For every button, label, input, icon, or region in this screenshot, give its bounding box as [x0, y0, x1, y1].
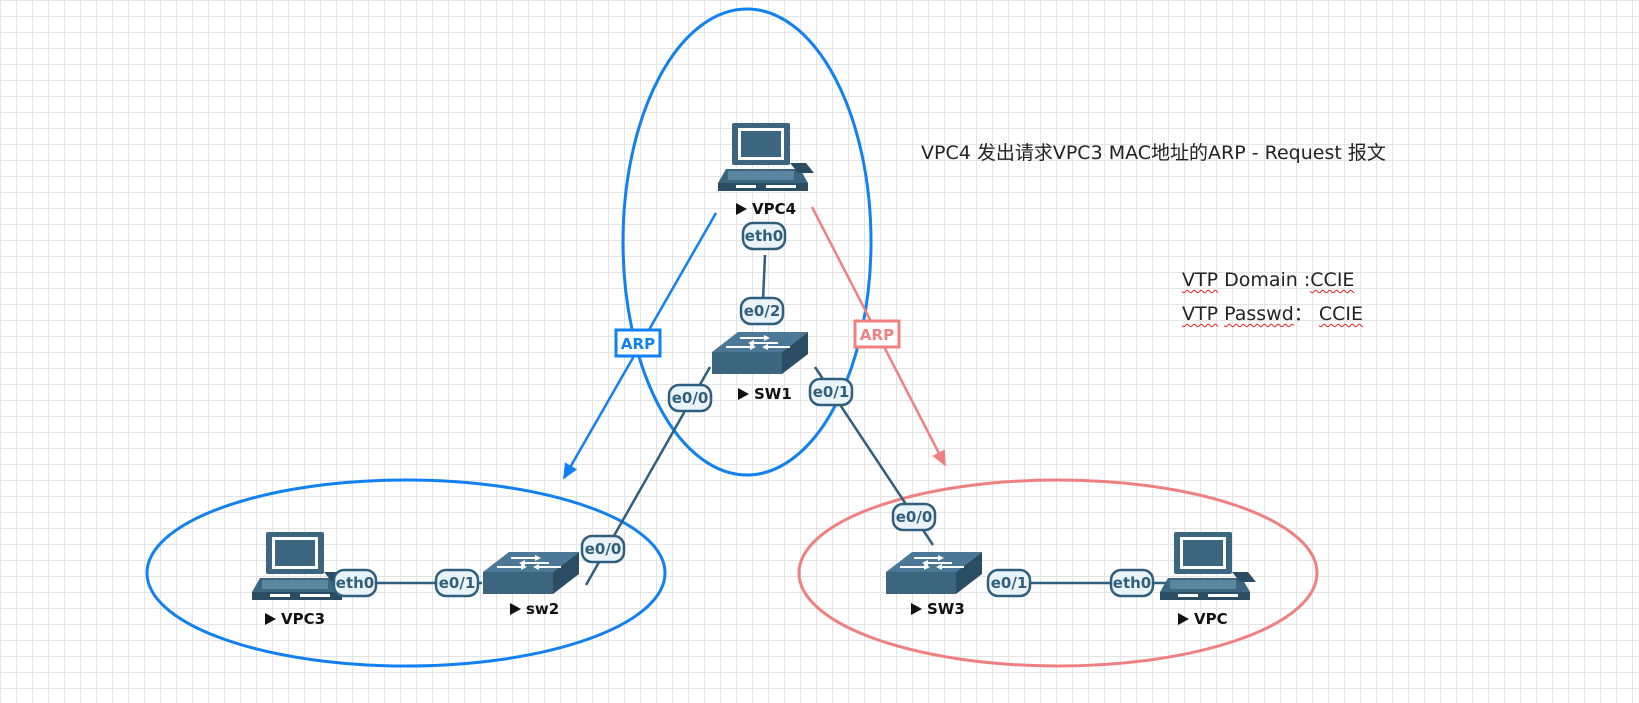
port-vpc4-eth0: eth0	[741, 221, 787, 251]
sw2-group-ellipse	[145, 478, 667, 668]
arp-tag-right-text: ARP	[860, 326, 894, 344]
port-sw3-e01: e0/1	[986, 568, 1032, 598]
sw1-group-ellipse	[621, 7, 873, 477]
port-label: eth0	[745, 227, 783, 245]
sw3-node[interactable]: SW3	[885, 551, 983, 618]
port-label: e0/0	[896, 508, 933, 526]
triangle-right-icon	[265, 613, 276, 625]
vtp-domain-value: CCIE	[1310, 269, 1355, 291]
port-vpc3-eth0: eth0	[332, 568, 378, 598]
port-vpc-eth0: eth0	[1109, 568, 1155, 598]
port-sw1-e01: e0/1	[808, 377, 854, 407]
sw1-label: SW1	[754, 385, 792, 403]
network-switch-icon	[482, 551, 580, 595]
triangle-right-icon	[510, 603, 521, 615]
port-label: e0/0	[672, 389, 709, 407]
sw3-label: SW3	[927, 600, 965, 618]
vpc-label: VPC	[1194, 610, 1228, 628]
port-label: e0/2	[744, 302, 781, 320]
port-sw2-e00: e0/0	[580, 534, 626, 564]
vpc4-label: VPC4	[752, 200, 796, 218]
triangle-right-icon	[736, 203, 747, 215]
arp-annotation: VPC4 发出请求VPC3 MAC地址的ARP - Request 报文	[921, 142, 1386, 164]
port-label: e0/1	[991, 574, 1028, 592]
sw1-node[interactable]: SW1	[711, 331, 809, 403]
vpc-node[interactable]: VPC	[1160, 532, 1256, 628]
port-label: eth0	[1113, 574, 1151, 592]
vpc4-node[interactable]: VPC4	[718, 123, 814, 218]
port-sw2-e01: e0/1	[434, 568, 480, 598]
network-switch-icon	[885, 551, 983, 595]
port-sw1-e02: e0/2	[739, 296, 785, 326]
vtp-passwd-mid: Passwd	[1224, 303, 1294, 325]
port-label: e0/1	[813, 383, 850, 401]
triangle-right-icon	[1178, 613, 1189, 625]
vtp-domain-mid: Domain :	[1218, 269, 1311, 291]
sw2-node[interactable]: sw2	[482, 551, 580, 618]
vtp-passwd-key: VTP	[1182, 303, 1219, 325]
port-sw3-e00: e0/0	[891, 502, 937, 532]
vtp-domain-line: VTP Domain :CCIE	[1182, 269, 1354, 291]
port-label: e0/1	[439, 574, 476, 592]
vtp-domain-key: VTP	[1182, 269, 1219, 291]
arp-tag-left-text: ARP	[621, 335, 655, 353]
link-vpc4-sw1	[761, 254, 767, 301]
sw2-label: sw2	[526, 600, 559, 618]
triangle-right-icon	[738, 388, 749, 400]
port-sw1-e00: e0/0	[667, 383, 713, 413]
vtp-passwd-value: CCIE	[1318, 303, 1363, 325]
triangle-right-icon	[911, 603, 922, 615]
vpc3-node[interactable]: VPC3	[252, 532, 348, 628]
vtp-passwd-line: VTP Passwd： CCIE	[1182, 299, 1363, 326]
arp-tag-right: ARP	[853, 319, 901, 349]
port-label: eth0	[336, 574, 374, 592]
sw3-group-ellipse	[797, 478, 1319, 668]
vtp-passwd-sep: ：	[1293, 303, 1313, 325]
desktop-computer-icon	[718, 123, 814, 191]
vpc3-label: VPC3	[281, 610, 325, 628]
arp-tag-left: ARP	[614, 328, 662, 358]
network-switch-icon	[711, 331, 809, 375]
port-label: e0/0	[585, 540, 622, 558]
desktop-computer-icon	[1160, 532, 1256, 600]
